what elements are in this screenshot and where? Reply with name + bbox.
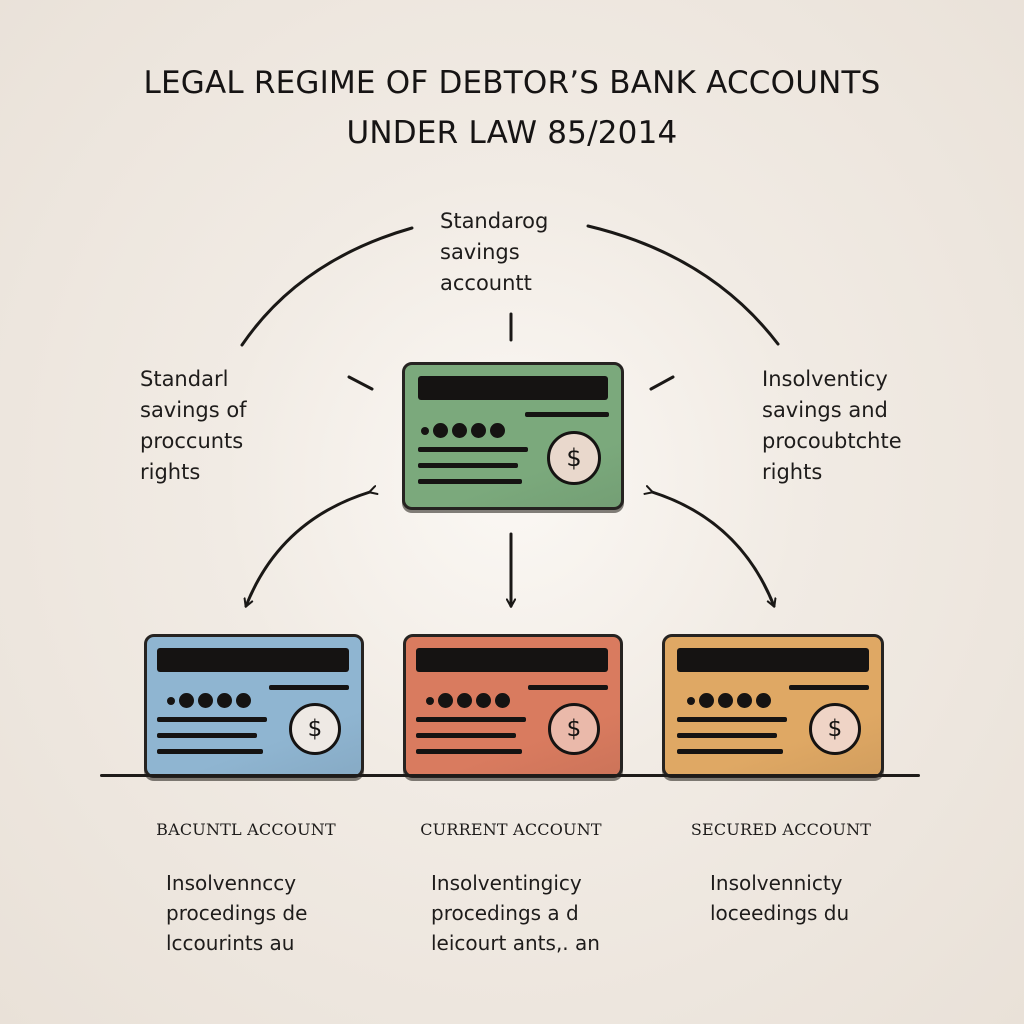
right-bank-card: $: [662, 634, 884, 778]
card-magnetic-stripe: [157, 648, 349, 672]
title-line-1: LEGAL REGIME OF DEBTOR’S BANK ACCOUNTS: [143, 65, 881, 101]
ground-line: [100, 774, 920, 777]
account-desc-middle: Insolventingicy procedings a d leicourt …: [431, 868, 600, 958]
card-line: [157, 717, 267, 722]
card-line: [416, 717, 526, 722]
arrow-center-to-left: [246, 492, 370, 606]
card-number-dots: [421, 423, 505, 438]
left-label-line: rights: [140, 460, 201, 484]
right-label-line: rights: [762, 460, 823, 484]
account-desc-line: Insolvennccy: [166, 871, 297, 895]
card-line: [416, 733, 516, 738]
right-label-line: savings and: [762, 398, 888, 422]
top-right-arc: [586, 224, 780, 346]
card-line: [157, 749, 263, 754]
card-line: [416, 749, 522, 754]
left-label-line: savings of: [140, 398, 247, 422]
card-line: [269, 685, 349, 690]
card-number-dots: [167, 693, 251, 708]
dollar-coin-icon: $: [289, 703, 341, 755]
account-desc-line: lccourints au: [166, 931, 295, 955]
account-desc-line: loceedings du: [710, 901, 850, 925]
card-line: [789, 685, 869, 690]
card-line: [418, 447, 528, 452]
left-label-line: proccunts: [140, 429, 244, 453]
top-label: Standarog savings accountt: [440, 206, 548, 299]
card-line: [157, 733, 257, 738]
top-label-line: Standarog: [440, 209, 549, 233]
top-left-arc: [240, 226, 414, 347]
middle-bank-card: $: [403, 634, 623, 778]
dollar-coin-icon: $: [809, 703, 861, 755]
top-label-line: savings: [440, 240, 520, 264]
account-name-right: SECURED ACCOUNT: [690, 820, 872, 839]
card-line: [677, 749, 783, 754]
account-desc-line: Insolvennicty: [710, 871, 843, 895]
card-magnetic-stripe: [416, 648, 608, 672]
right-tick: [649, 375, 675, 391]
account-desc-line: leicourt ants,. an: [431, 931, 600, 955]
title-line-2: UNDER LAW 85/2014: [346, 115, 678, 151]
left-tick: [347, 375, 374, 391]
card-number-dots: [426, 693, 510, 708]
dollar-coin-icon: $: [547, 431, 601, 485]
center-bank-card: $: [402, 362, 624, 510]
diagram-title: LEGAL REGIME OF DEBTOR’S BANK ACCOUNTS U…: [0, 58, 1024, 158]
card-line: [418, 463, 518, 468]
right-label: Insolventicy savings and procoubtchte ri…: [762, 364, 902, 488]
account-name-middle: CURRENT ACCOUNT: [420, 820, 602, 839]
account-desc-left: Insolvennccy procedings de lccourints au: [166, 868, 307, 958]
top-label-line: accountt: [440, 271, 532, 295]
card-line: [525, 412, 609, 417]
left-label-line: Standarl: [140, 367, 229, 391]
card-line: [677, 733, 777, 738]
account-name-left: BACUNTL ACCOUNT: [156, 820, 336, 839]
left-label: Standarl savings of proccunts rights: [140, 364, 247, 488]
card-line: [418, 479, 522, 484]
account-desc-line: procedings a d: [431, 901, 579, 925]
card-magnetic-stripe: [418, 376, 608, 400]
right-label-line: Insolventicy: [762, 367, 888, 391]
dollar-coin-icon: $: [548, 703, 600, 755]
account-desc-line: Insolventingicy: [431, 871, 582, 895]
card-line: [677, 717, 787, 722]
card-number-dots: [687, 693, 771, 708]
card-magnetic-stripe: [677, 648, 869, 672]
left-bank-card: $: [144, 634, 364, 778]
card-line: [528, 685, 608, 690]
right-label-line: procoubtchte: [762, 429, 902, 453]
account-desc-line: procedings de: [166, 901, 308, 925]
arrow-center-to-right: [652, 492, 774, 606]
account-desc-right: Insolvennicty loceedings du: [710, 868, 849, 928]
